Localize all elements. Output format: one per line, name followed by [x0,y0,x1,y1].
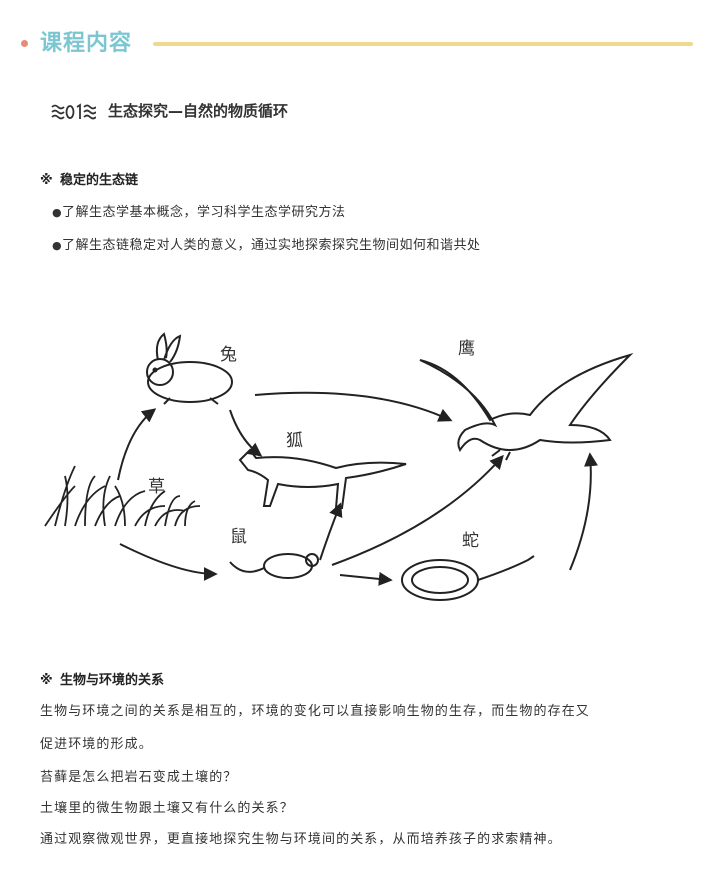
label-fox: 狐 [286,431,303,451]
label-grass: 草 [148,477,165,497]
paragraph-line: 土壤里的微生物跟土壤又有什么的关系？ [40,801,294,816]
bullet-item: ●了解生态链稳定对人类的意义，通过实地探索探究生物间如何和谐共处 [52,234,481,253]
subheading-text: 稳定的生态链 [60,173,139,188]
reference-mark: ※ [40,173,53,188]
bullet-text: 了解生态学基本概念，学习科学生态学研究方法 [62,205,346,220]
food-chain-arrows [117,391,598,586]
grass-drawing [44,465,201,527]
page-title: 课程内容 [40,31,133,56]
bullet-dot-icon: ● [52,239,63,252]
rabbit-drawing [146,332,233,405]
food-web-diagram: 兔 鹰 狐 草 鼠 蛇 [44,332,634,601]
bullet-dot-icon: ● [52,206,63,219]
paragraph-line: 通过观察微观世界，更直接地探究生物与环境间的关系，从而培养孩子的求索精神。 [40,832,562,847]
label-rabbit: 兔 [220,345,237,365]
wave-logo-icon [51,103,96,120]
bullet-item: ●了解生态学基本概念，学习科学生态学研究方法 [52,201,346,220]
section-title: 生态探究—自然的物质循环 [108,102,289,120]
label-eagle: 鹰 [458,339,475,359]
subheading-text: 生物与环境的关系 [60,673,165,688]
paragraph-line: 苔藓是怎么把岩石变成土壤的？ [40,770,238,785]
subheading-relation: ※ 生物与环境的关系 [40,669,164,688]
paragraph-line: 生物与环境之间的关系是相互的，环境的变化可以直接影响生物的生存，而生物的存在又 [40,704,590,719]
header-rule [153,42,693,46]
label-snake: 蛇 [462,531,479,551]
bullet-text: 了解生态链稳定对人类的意义，通过实地探索探究生物间如何和谐共处 [62,238,481,253]
paragraph-line: 促进环境的形成。 [40,737,153,752]
snake-drawing [401,555,535,601]
subheading-stable-chain: ※ 稳定的生态链 [40,169,138,188]
label-mouse: 鼠 [230,527,247,547]
content-header: 课程内容 [0,28,707,60]
mouse-drawing [229,553,319,579]
eagle-drawing [419,352,634,461]
fox-drawing [238,448,407,509]
reference-mark: ※ [40,673,53,688]
header-dot [21,40,28,47]
